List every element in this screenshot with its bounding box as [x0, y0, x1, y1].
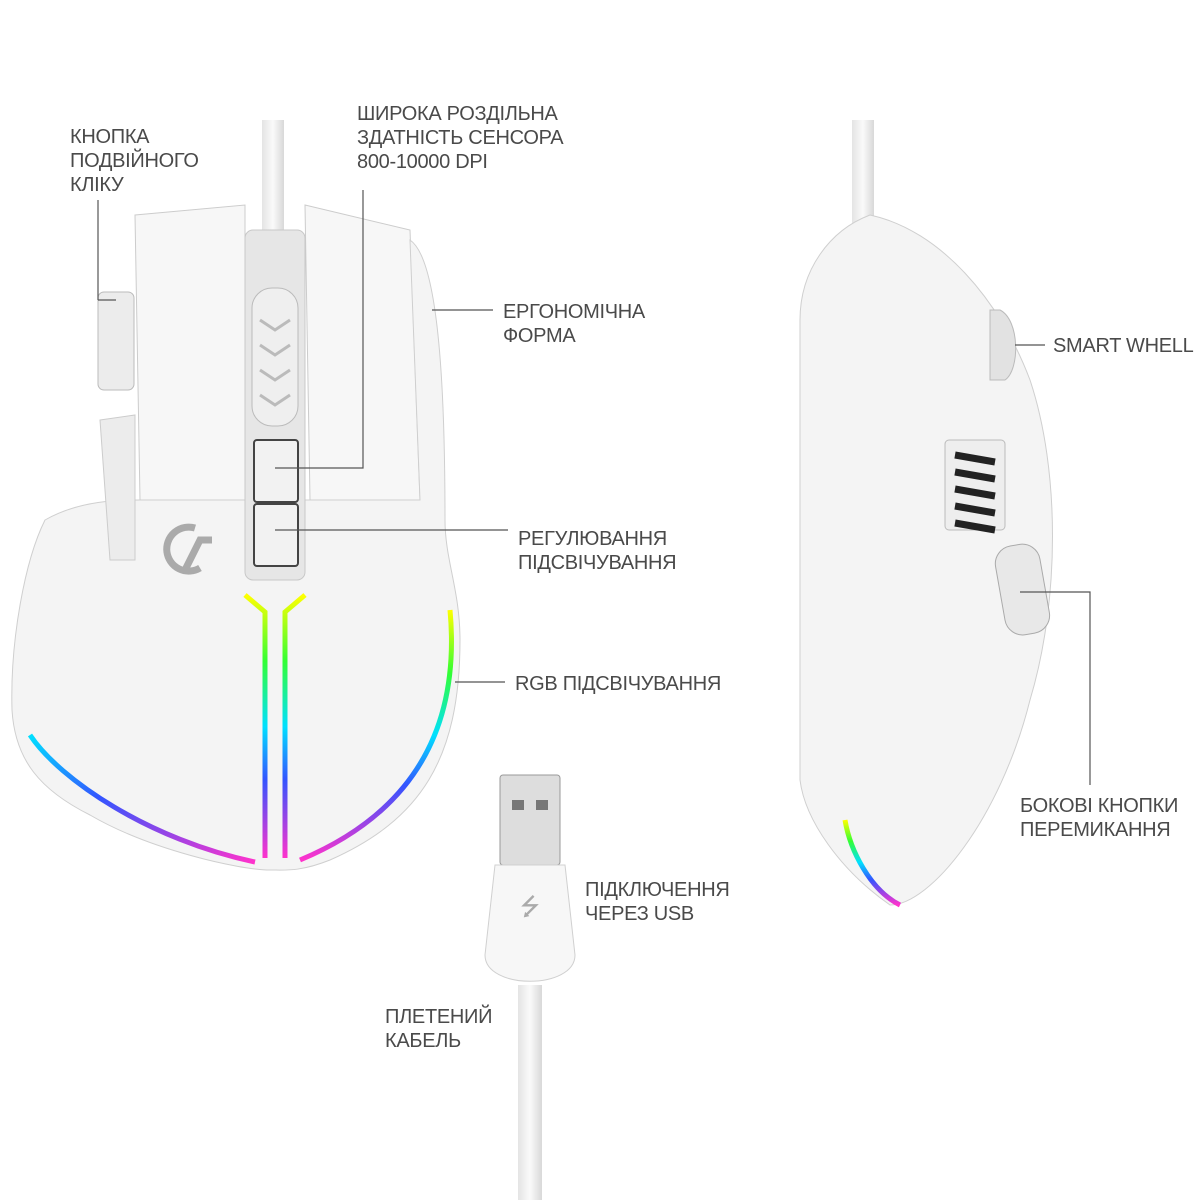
rgb-left-strip: [27, 733, 256, 865]
backlight-button: [253, 503, 299, 567]
rgb-right-strip: [299, 609, 454, 863]
label-line: КАБЕЛЬ: [385, 1030, 461, 1052]
usb-connector: ⭍: [484, 774, 576, 1200]
label-line: ФОРМА: [503, 325, 576, 347]
side-switch-buttons: [994, 543, 1051, 636]
braided-cable: [518, 985, 542, 1200]
dpi-button: [253, 439, 299, 503]
label-side-buttons: БОКОВІ КНОПКИ ПЕРЕМИКАННЯ: [1020, 794, 1178, 842]
mouse-body: [11, 239, 461, 871]
label-line: ПІДСВІЧУВАННЯ: [518, 552, 677, 574]
label-ergonomic: ЕРГОНОМІЧНА ФОРМА: [503, 300, 645, 348]
usb-icon: ⭍: [520, 893, 540, 921]
leader-lines: [97, 190, 1091, 785]
label-double-click: КНОПКА ПОДВІЙНОГО КЛІКУ: [70, 125, 199, 197]
left-button: [134, 204, 246, 501]
mouse-top-view: [11, 120, 461, 871]
label-rgb: RGB ПІДСВІЧУВАННЯ: [515, 672, 721, 696]
label-line: RGB ПІДСВІЧУВАННЯ: [515, 673, 721, 695]
label-line: ЗДАТНІСТЬ СЕНСОРА: [357, 127, 564, 149]
side-rgb-strip: [842, 819, 902, 908]
label-line: КНОПКА: [70, 126, 150, 148]
rgb-center-strip: [243, 593, 307, 858]
side-grip-slots: [954, 451, 996, 534]
label-line: КЛІКУ: [70, 174, 124, 196]
label-line: ПЛЕТЕНИЙ: [385, 1006, 493, 1028]
label-usb: ПІДКЛЮЧЕННЯ ЧЕРЕЗ USB: [585, 878, 730, 926]
label-cable: ПЛЕТЕНИЙ КАБЕЛЬ: [385, 1005, 493, 1053]
double-click-button: [97, 291, 135, 391]
label-line: ПЕРЕМИКАННЯ: [1020, 819, 1171, 841]
label-line: ЕРГОНОМІЧНА: [503, 301, 645, 323]
brand-logo: [163, 523, 212, 575]
mouse-side-view: [799, 120, 1053, 908]
label-sensor: ШИРОКА РОЗДІЛЬНА ЗДАТНІСТЬ СЕНСОРА 800-1…: [357, 102, 564, 174]
label-line: ЧЕРЕЗ USB: [585, 903, 694, 925]
label-smart-wheel: SMART WHELL: [1053, 334, 1194, 358]
label-line: 800-10000 DPI: [357, 151, 488, 173]
side-cable: [852, 120, 874, 230]
side-scroll-wheel: [989, 309, 1017, 381]
mouse-cable: [262, 120, 284, 230]
label-line: ПОДВІЙНОГО: [70, 150, 199, 172]
side-button: [99, 414, 136, 561]
label-line: SMART WHELL: [1053, 335, 1194, 357]
label-line: ШИРОКА РОЗДІЛЬНА: [357, 103, 558, 125]
label-line: ПІДКЛЮЧЕННЯ: [585, 879, 730, 901]
label-line: БОКОВІ КНОПКИ: [1020, 795, 1179, 817]
label-backlight-adjust: РЕГУЛЮВАННЯ ПІДСВІЧУВАННЯ: [518, 527, 677, 575]
label-line: РЕГУЛЮВАННЯ: [518, 528, 667, 550]
